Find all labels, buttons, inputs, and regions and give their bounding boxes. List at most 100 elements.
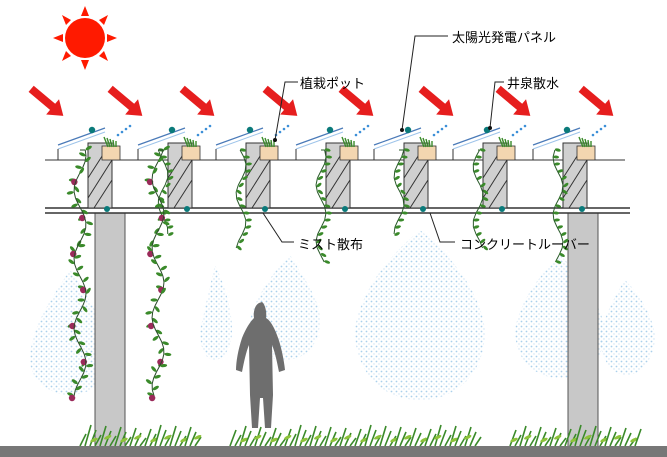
- sunlight-arrow-icon: [418, 85, 454, 116]
- flower: [158, 214, 166, 222]
- sunlight-arrow-icon: [262, 85, 298, 116]
- sunlight-arrow-icon: [28, 85, 64, 116]
- vine-strand: [393, 148, 410, 236]
- vine-strand: [235, 148, 252, 251]
- nozzle-icon: [404, 126, 412, 134]
- vine: [144, 145, 172, 402]
- water-drop: [362, 127, 366, 131]
- solar-panel: [137, 127, 186, 160]
- sunlight-arrows: [28, 85, 614, 116]
- sunlight-arrow-icon: [107, 85, 143, 116]
- water-drop: [196, 133, 200, 137]
- nozzle-icon: [246, 126, 254, 134]
- mist-cloud: [200, 265, 232, 360]
- nozzle-icon: [342, 206, 348, 212]
- planter-pot: [259, 136, 279, 161]
- vine-strand: [472, 148, 489, 251]
- planter-pot: [496, 136, 516, 161]
- sun-icon: [53, 6, 117, 70]
- mist-cloud: [600, 280, 655, 375]
- nozzle-icon: [184, 206, 190, 212]
- planter-pot-label: 植栽ポット: [300, 77, 366, 92]
- mist-spray-label: ミスト散布: [298, 238, 364, 253]
- water-drop: [603, 124, 607, 128]
- water-drop: [358, 130, 362, 134]
- flower: [147, 322, 155, 330]
- water-drop: [591, 133, 595, 137]
- louver-module: [295, 124, 370, 264]
- hanging-vines: [66, 145, 172, 402]
- louver-modules: [57, 124, 607, 264]
- water-drop: [519, 127, 523, 131]
- concrete-louver: [562, 142, 588, 209]
- water-drop: [128, 124, 132, 128]
- planter-pot: [101, 136, 121, 161]
- water-drop: [444, 124, 448, 128]
- nozzle-icon: [168, 126, 176, 134]
- grass-patch: [229, 424, 482, 447]
- nozzle-icon: [104, 206, 110, 212]
- louver-module: [373, 124, 448, 236]
- planter-pot: [181, 136, 201, 161]
- vine-strand: [552, 148, 569, 264]
- support-column-left: [94, 212, 126, 449]
- water-drop: [523, 124, 527, 128]
- vine-strand: [157, 148, 174, 236]
- solar-panel: [452, 127, 501, 160]
- flower: [68, 394, 76, 402]
- sunlight-arrow-icon: [338, 85, 374, 116]
- water-drop: [124, 127, 128, 131]
- planter-pot: [339, 136, 359, 161]
- water-drop: [599, 127, 603, 131]
- louver-module: [215, 124, 290, 251]
- water-drop: [511, 133, 515, 137]
- solar-panel: [532, 127, 581, 160]
- water-drop: [204, 127, 208, 131]
- solar-panel: [57, 127, 106, 160]
- mist-cloud: [30, 270, 110, 395]
- vine: [66, 145, 94, 402]
- water-drop: [208, 124, 212, 128]
- water-drop: [282, 127, 286, 131]
- water-drop: [116, 133, 120, 137]
- well-water-sprinkler-label: 井泉散水: [507, 77, 560, 92]
- louver-module: [137, 124, 212, 236]
- sunlight-arrow-icon: [578, 85, 614, 116]
- flower: [147, 250, 154, 258]
- ground-plants: [79, 424, 642, 447]
- water-drop: [432, 133, 436, 137]
- louver-module: [57, 124, 132, 212]
- sunlight-arrow-icon: [495, 85, 531, 116]
- louver-module: [452, 124, 527, 251]
- nozzle-icon: [420, 206, 426, 212]
- solar-panel: [373, 127, 422, 160]
- water-drop: [515, 130, 519, 134]
- concrete-louver-label: コンクリートルーバー: [460, 238, 590, 253]
- leader-lines: [262, 35, 504, 243]
- person-silhouette-icon: [236, 302, 285, 428]
- water-drop: [120, 130, 124, 134]
- nozzle-icon: [499, 206, 505, 212]
- water-drop: [595, 130, 599, 134]
- leader-dots: [273, 126, 492, 142]
- water-drop: [436, 130, 440, 134]
- grass-patch: [79, 424, 202, 447]
- solar-panel-label: 太陽光発電パネル: [452, 31, 557, 46]
- water-drop: [200, 130, 204, 134]
- water-drop: [278, 130, 282, 134]
- water-drop: [286, 124, 290, 128]
- water-drop: [354, 133, 358, 137]
- concrete-louver: [403, 142, 429, 209]
- nozzle-icon: [88, 126, 96, 134]
- water-drop: [440, 127, 444, 131]
- mist-cloud: [355, 230, 485, 400]
- water-drop: [366, 124, 370, 128]
- planter-pot: [417, 136, 437, 161]
- nozzle-icon: [262, 206, 268, 212]
- nozzle-icon: [579, 206, 585, 212]
- louver-module: [532, 124, 607, 264]
- nozzle-icon: [563, 126, 571, 134]
- grass-patch: [509, 424, 642, 447]
- planter-pot: [576, 136, 596, 161]
